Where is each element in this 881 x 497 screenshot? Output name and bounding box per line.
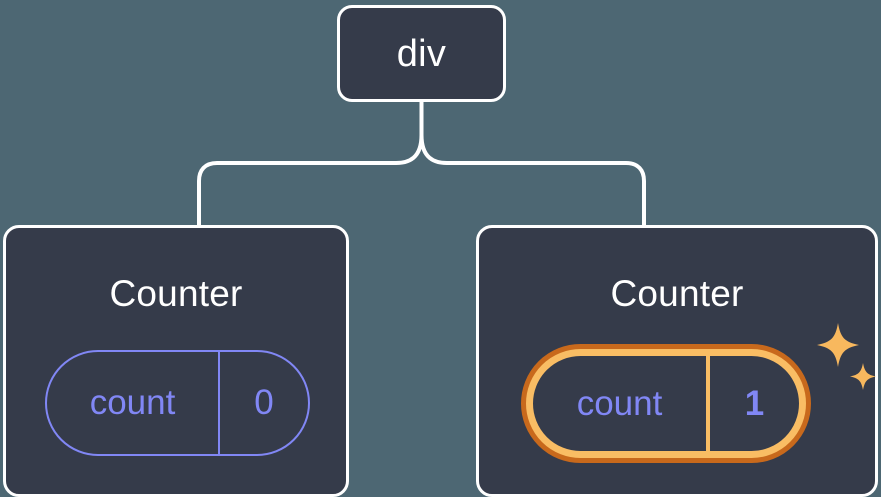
connector-branch-left: [197, 133, 424, 228]
state-pill-left[interactable]: count 0: [45, 350, 310, 456]
highlight-ring-inner: count 1: [526, 349, 806, 458]
node-div[interactable]: div: [337, 5, 506, 102]
sparkle-large-icon: [817, 323, 859, 367]
state-value-left: 0: [254, 383, 274, 422]
sparkles-group: [817, 323, 876, 390]
node-counter-right-title: Counter: [610, 273, 744, 314]
node-div-label: div: [396, 32, 447, 75]
state-key-left: count: [47, 352, 220, 454]
node-counter-left[interactable]: Counter count 0: [3, 225, 349, 497]
sparkle-small-icon: [850, 363, 876, 390]
node-counter-left-title: Counter: [109, 273, 243, 314]
connector-branch-right: [419, 133, 646, 228]
state-key-right: count: [533, 356, 710, 451]
state-pill-right-highlighted[interactable]: count 1: [521, 344, 811, 463]
state-value-right: 1: [744, 383, 765, 423]
node-counter-right[interactable]: Counter count 1: [476, 225, 878, 497]
highlight-ring-outer: [521, 344, 811, 463]
